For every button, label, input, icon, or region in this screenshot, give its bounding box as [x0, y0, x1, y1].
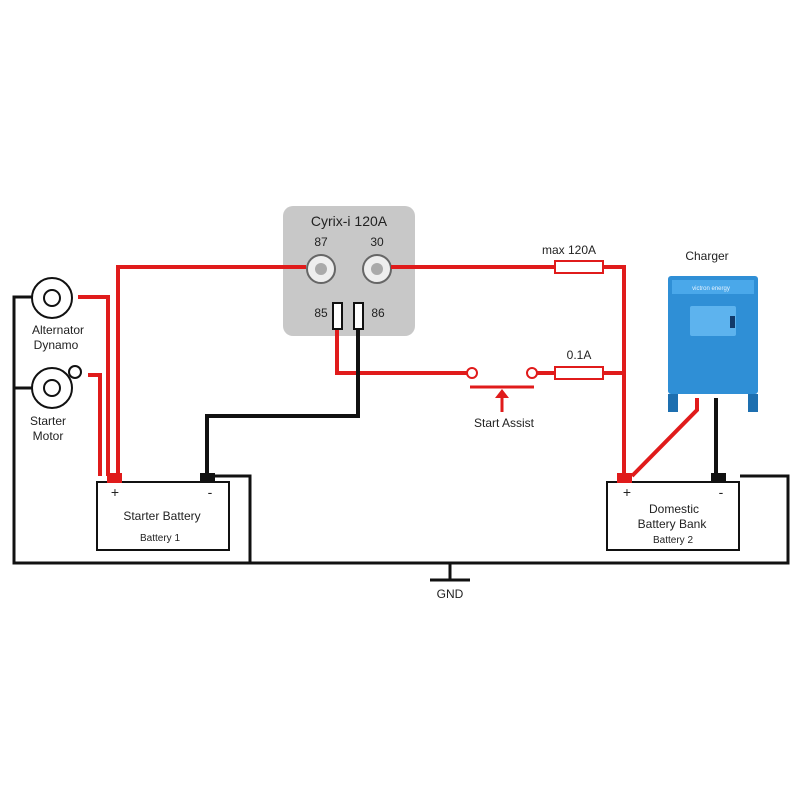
battery1-name: Starter Battery: [123, 509, 200, 523]
alternator-label-line2: Dynamo: [34, 338, 79, 352]
terminal-30-label: 30: [370, 235, 384, 249]
main-fuse: [554, 260, 604, 274]
positive-wiring: [78, 265, 699, 478]
start-assist-label: Start Assist: [474, 416, 535, 430]
terminal-86-spade: [353, 302, 364, 330]
charger-brand: victron energy: [692, 286, 730, 292]
relay-title: Cyrix-i 120A: [311, 213, 388, 229]
alternator-label-line1: Alternator: [32, 323, 84, 337]
starter-motor-label-line2: Motor: [33, 429, 64, 443]
terminal-85-label: 85: [314, 306, 328, 320]
charger-label: Charger: [685, 249, 728, 263]
assist-fuse: [554, 366, 604, 380]
battery2-name-line2: Battery Bank: [638, 517, 708, 531]
assist-fuse-label: 0.1A: [567, 348, 592, 362]
terminal-85-spade: [332, 302, 343, 330]
terminal-86-label: 86: [371, 306, 385, 320]
starter-motor-symbol: [31, 365, 82, 409]
gnd-label: GND: [437, 587, 464, 601]
battery2-positive-terminal: [617, 473, 632, 483]
alternator-symbol: [31, 277, 73, 319]
charger-unit: victron energy: [668, 276, 758, 412]
battery1-minus: -: [208, 484, 213, 500]
cyrix-relay: [283, 206, 415, 336]
ground-wiring: [12, 295, 790, 582]
battery2-sub: Battery 2: [653, 535, 693, 546]
battery2-minus: -: [719, 484, 724, 500]
battery2-name-line1: Domestic: [649, 502, 699, 516]
battery1-plus: +: [111, 484, 119, 500]
battery2-negative-terminal: [711, 473, 726, 483]
negative-wiring: [205, 330, 718, 476]
starter-motor-label-line1: Starter: [30, 414, 66, 428]
start-assist-switch: [466, 367, 538, 412]
domestic-battery-bank: [606, 473, 740, 551]
battery1-negative-terminal: [200, 473, 215, 483]
terminal-87-label: 87: [314, 235, 328, 249]
battery2-plus: +: [623, 484, 631, 500]
starter-battery: [96, 473, 230, 551]
main-fuse-label: max 120A: [542, 243, 596, 257]
battery1-sub: Battery 1: [140, 533, 180, 544]
battery1-positive-terminal: [107, 473, 122, 483]
